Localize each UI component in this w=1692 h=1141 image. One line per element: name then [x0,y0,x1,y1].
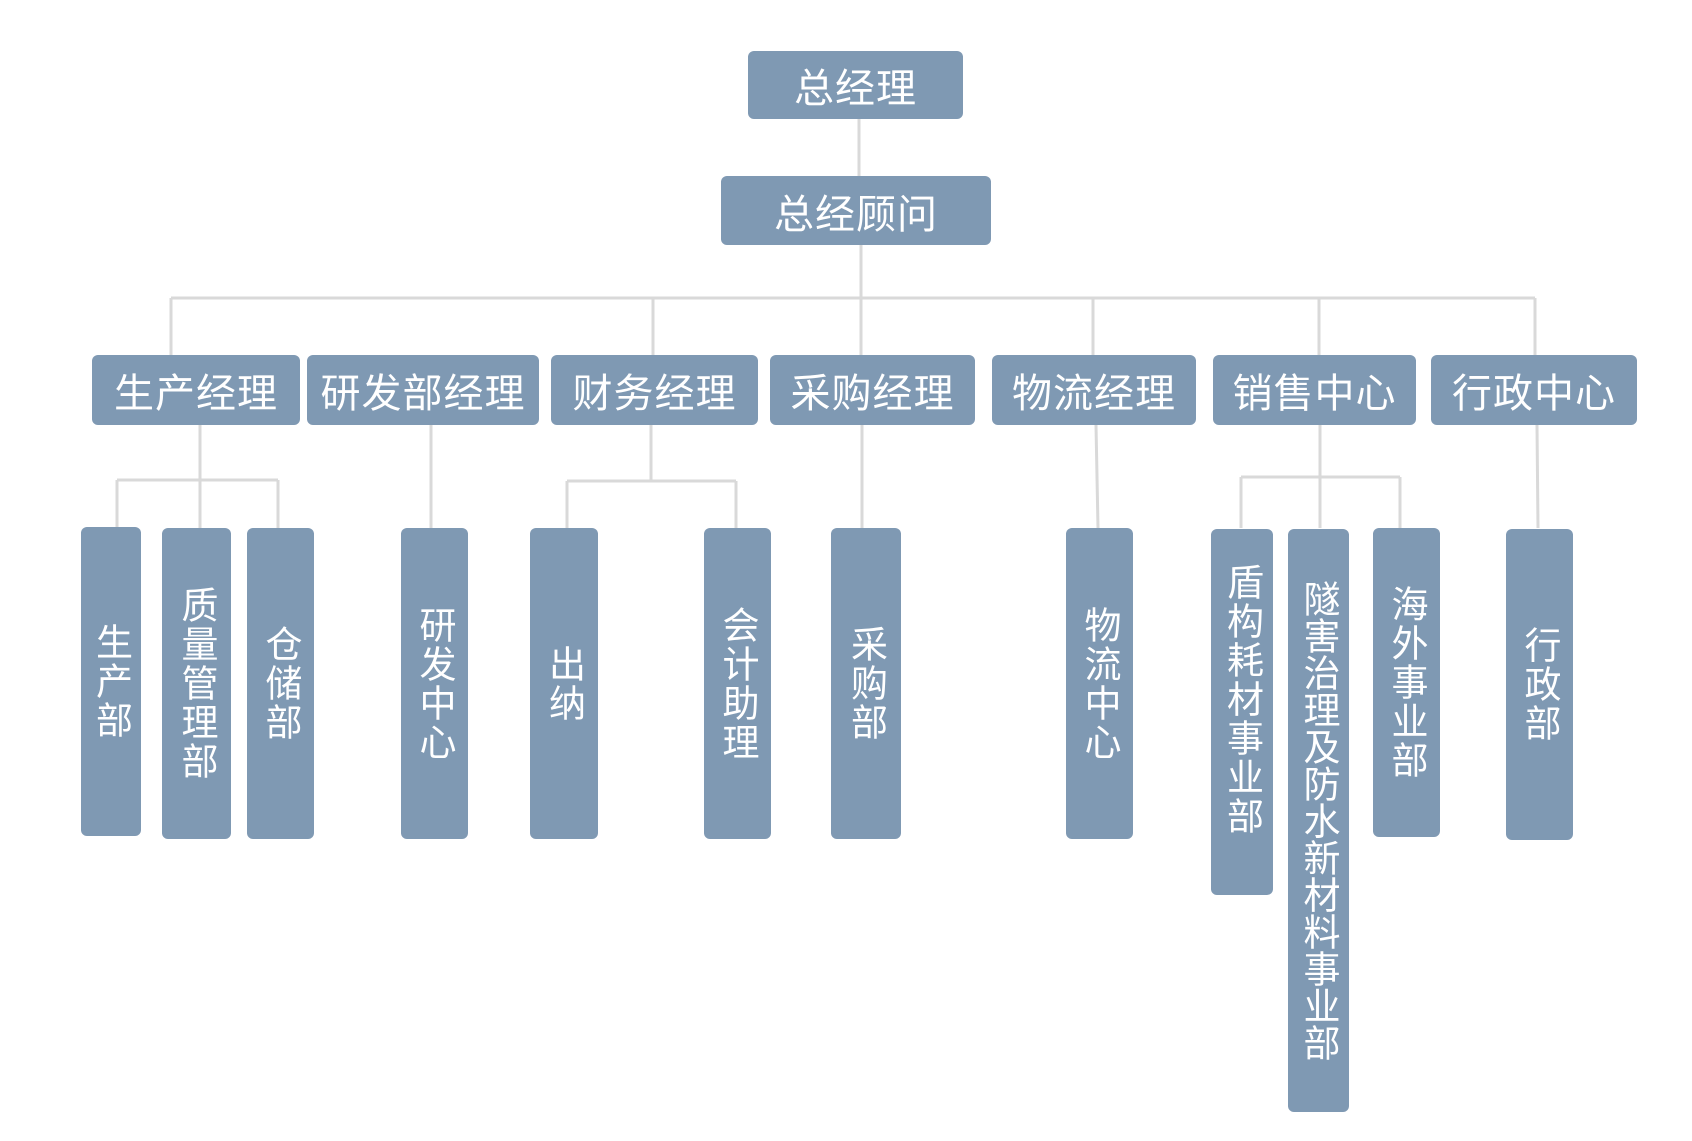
node-label: 生产部 [89,623,133,740]
node-rnd-center: 研发中心 [401,528,468,839]
node-warehouse-dept: 仓储部 [247,528,314,839]
node-label: 研发中心 [413,605,456,762]
node-logistics-manager: 物流经理 [992,355,1196,425]
node-label: 研发部经理 [320,371,526,417]
node-purchasing-dept: 采购部 [831,528,901,839]
node-production-manager: 生产经理 [92,355,300,425]
node-tunnel-waterproofing-division: 隧害治理及防水新材料事业部 [1288,529,1349,1112]
node-admin-center: 行政中心 [1431,355,1637,425]
node-label: 质量管理部 [175,586,218,781]
node-production-dept: 生产部 [81,527,141,836]
node-ceo: 总经理 [748,51,963,119]
node-overseas-division: 海外事业部 [1373,528,1440,837]
node-finance-manager: 财务经理 [551,355,758,425]
node-label: 物流经理 [1012,371,1176,417]
node-rnd-manager: 研发部经理 [307,355,539,425]
node-label: 销售中心 [1232,371,1397,417]
node-purchasing-manager: 采购经理 [770,355,975,425]
node-label: 总经顾问 [774,191,938,238]
node-label: 仓储部 [259,625,302,742]
node-label: 隧害治理及防水新材料事业部 [1297,580,1340,1061]
node-label: 盾构耗材事业部 [1220,563,1264,836]
node-admin-dept: 行政部 [1506,529,1573,840]
node-label: 财务经理 [572,371,737,417]
node-accounting-assistant: 会计助理 [704,528,771,839]
node-label: 行政中心 [1452,371,1616,417]
node-logistics-center: 物流中心 [1066,528,1133,839]
node-label: 总经理 [794,66,917,112]
node-label: 行政部 [1518,626,1561,743]
node-label: 海外事业部 [1385,585,1428,780]
node-shield-consumables-division: 盾构耗材事业部 [1211,529,1273,895]
node-label: 生产经理 [114,371,278,417]
node-label: 物流中心 [1078,605,1121,762]
node-cashier: 出纳 [530,528,598,839]
node-label: 采购经理 [790,371,955,417]
node-quality-dept: 质量管理部 [162,528,231,839]
node-label: 采购部 [844,625,888,742]
node-advisor: 总经顾问 [721,176,991,245]
node-sales-center: 销售中心 [1213,355,1416,425]
node-label: 出纳 [542,644,586,723]
node-label: 会计助理 [716,605,759,762]
